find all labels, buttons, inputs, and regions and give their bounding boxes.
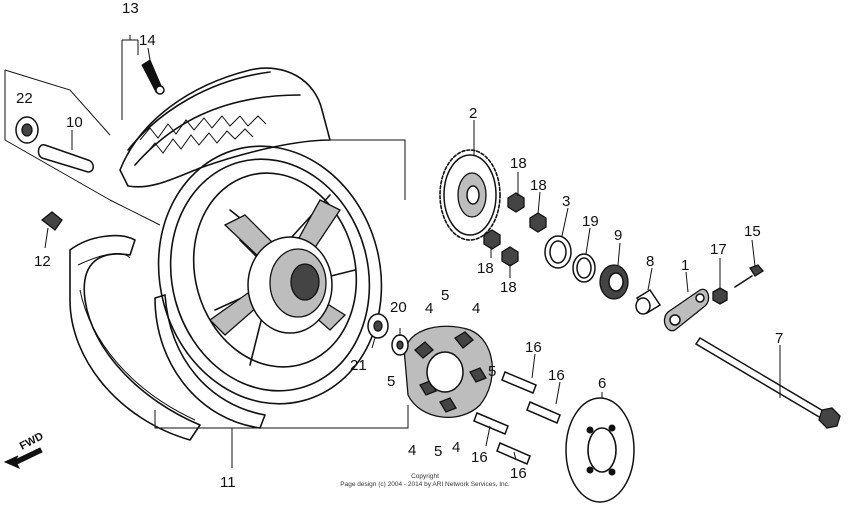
drive-flange-damper	[404, 325, 493, 418]
callout-16b: 16	[548, 367, 565, 384]
callout-9: 9	[614, 227, 622, 244]
callout-16c: 16	[471, 449, 488, 466]
callout-12: 12	[34, 253, 51, 270]
callout-15: 15	[744, 223, 761, 240]
leader-lines	[44, 47, 781, 461]
callout-2: 2	[469, 105, 477, 122]
fwd-label: FWD	[18, 430, 46, 452]
callout-18c: 18	[477, 260, 494, 277]
copyright-notice: Copyright Page design (c) 2004 - 2014 by…	[340, 473, 510, 488]
callout-3: 3	[562, 193, 570, 210]
studs	[473, 371, 561, 466]
callout-19: 19	[582, 213, 599, 230]
callout-1: 1	[681, 257, 689, 274]
bracket-lines	[4, 35, 409, 468]
collar	[635, 288, 662, 315]
callout-20: 20	[390, 299, 407, 316]
callout-6: 6	[598, 375, 606, 392]
fwd-arrow: FWD	[3, 430, 46, 469]
callout-4d: 4	[452, 439, 460, 456]
sprocket	[439, 149, 501, 241]
copyright-line-2: Page design (c) 2004 - 2014 by ARI Netwo…	[340, 481, 510, 488]
callout-14: 14	[139, 32, 156, 49]
bearing-and-collar	[15, 116, 94, 173]
copyright-line-1: Copyright	[411, 473, 439, 480]
callout-13: 13	[122, 0, 139, 17]
brake-disc	[565, 397, 635, 503]
nuts	[483, 192, 547, 267]
clip-part	[40, 211, 63, 231]
callout-7: 7	[775, 330, 783, 347]
callout-labels: 13 14 22 10 12 2 18 18 3 19 9 15 17 8 1 …	[16, 0, 783, 491]
callout-21: 21	[350, 357, 367, 374]
callout-5a: 5	[441, 287, 449, 304]
callout-18d: 18	[500, 279, 517, 296]
callout-16d: 16	[510, 465, 527, 482]
chain-adjuster	[663, 264, 764, 332]
callout-18b: 18	[530, 177, 547, 194]
valve-stem	[141, 59, 165, 95]
callout-18a: 18	[510, 155, 527, 172]
axle	[694, 336, 841, 429]
callout-5d: 5	[434, 443, 442, 460]
tire	[119, 67, 331, 188]
callout-5b: 5	[488, 363, 496, 380]
seals	[367, 313, 409, 356]
callout-11: 11	[220, 474, 236, 491]
callout-4c: 4	[408, 442, 416, 459]
callout-16a: 16	[525, 339, 542, 356]
callout-4b: 4	[472, 300, 480, 317]
callout-22: 22	[16, 90, 33, 107]
inner-tube	[69, 234, 201, 441]
callout-10: 10	[66, 114, 83, 131]
wheel-rim	[154, 145, 383, 429]
callout-8: 8	[646, 253, 654, 270]
callout-4a: 4	[425, 300, 433, 317]
rings-and-bearing	[544, 235, 629, 300]
callout-17: 17	[710, 241, 727, 258]
callout-5c: 5	[387, 373, 395, 390]
